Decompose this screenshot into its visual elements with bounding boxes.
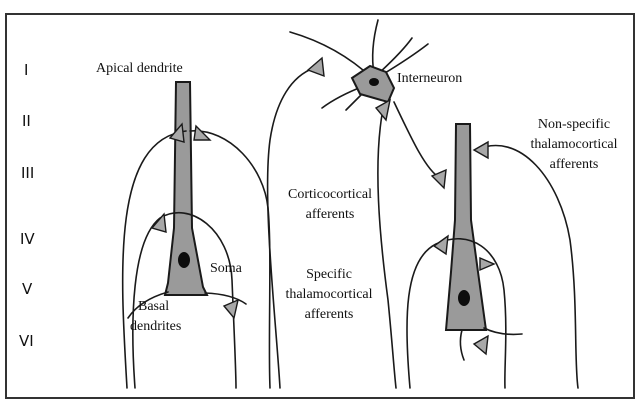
terminal-right-4: [474, 142, 488, 158]
nucleus-right: [458, 290, 470, 306]
terminal-middle-1: [308, 58, 324, 76]
nucleus-left: [178, 252, 190, 268]
interneuron: [290, 20, 428, 110]
label-nonspecific-line-1: Non-specific: [538, 117, 610, 132]
label-corticocortical-line-1: Corticocortical: [288, 187, 372, 202]
label-specific-line-3: afferents: [305, 307, 354, 322]
terminal-left-4: [224, 300, 238, 318]
label-specific-line-2: thalamocortical: [285, 287, 372, 302]
layer-label-3: III: [21, 164, 34, 182]
pyramidal-neuron-left: [128, 82, 246, 318]
interneuron-nucleus: [369, 78, 379, 86]
interneuron-branch-right: [394, 102, 440, 178]
label-corticocortical-line-2: afferents: [306, 207, 355, 222]
label-nonspecific-line-3: afferents: [550, 157, 599, 172]
interneuron-process-2: [373, 20, 378, 74]
right-neuron-basal: [484, 328, 522, 334]
basal-dendrite-right: [205, 293, 246, 304]
interneuron-efferent: [378, 104, 396, 388]
label-basal-line-2: dendrites: [130, 319, 181, 334]
label-interneuron: Interneuron: [397, 71, 462, 86]
interneuron-process-1: [290, 32, 372, 78]
label-nonspecific-line-2: thalamocortical: [530, 137, 617, 152]
label-soma: Soma: [210, 261, 243, 276]
layer-label-6: VI: [19, 332, 34, 350]
terminal-right-2: [480, 258, 494, 270]
label-apical-dendrite: Apical dendrite: [96, 61, 183, 76]
layer-label-1: I: [24, 61, 28, 79]
layer-label-5: V: [22, 280, 33, 298]
pyramidal-neuron-right: [446, 124, 522, 360]
nonspecific-afferent-right: [476, 146, 578, 388]
interneuron-process-3: [378, 38, 412, 74]
terminal-right-1: [434, 236, 448, 254]
nonspecific-afferent-left-branch: [190, 131, 270, 388]
terminal-middle-2: [376, 100, 390, 120]
label-specific-line-1: Specific: [306, 267, 352, 282]
corticocortical-afferent: [268, 68, 314, 388]
terminal-right-3: [474, 336, 488, 354]
layer-label-2: II: [22, 112, 31, 130]
layer-label-4: IV: [20, 230, 35, 248]
layer-labels: I II III IV V VI: [19, 61, 35, 350]
right-neuron-axon: [460, 330, 464, 360]
label-basal-line-1: Basal: [138, 299, 169, 314]
